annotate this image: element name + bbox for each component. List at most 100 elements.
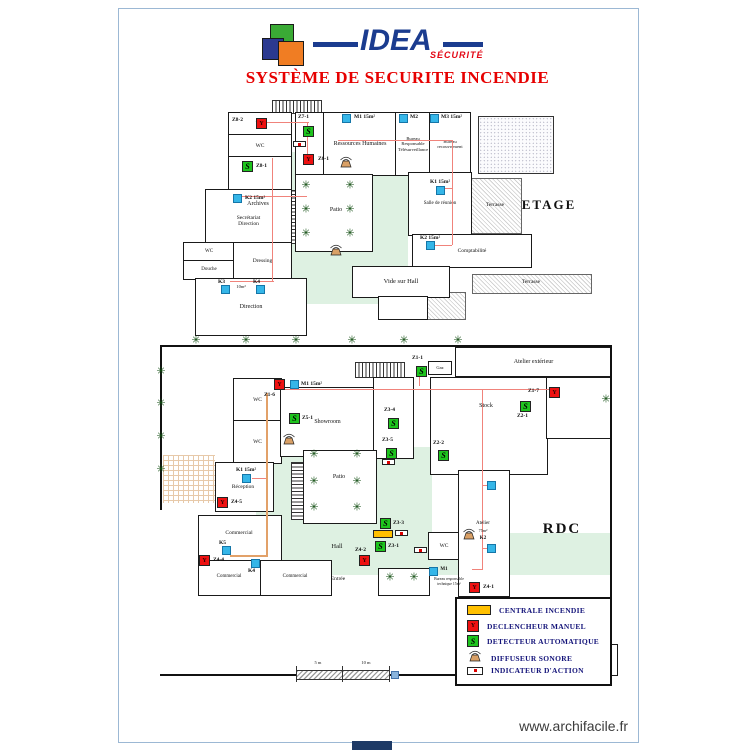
- etage-alarm-wire: [307, 122, 309, 156]
- page-title: SYSTÈME DE SECURITE INCENDIE: [245, 68, 550, 87]
- room-label: Ressources Humaines: [333, 140, 387, 147]
- rdc-tree-icon: ✳: [309, 501, 319, 514]
- rdc-text-r-ception: Réception: [231, 484, 255, 490]
- rdc-detector-icon-z3-1: S: [375, 541, 386, 552]
- rdc-alarm-wire: [472, 569, 482, 571]
- rdc-alarm-wire: [281, 389, 551, 391]
- rdc-manual-icon-z4-1: Y: [469, 582, 480, 593]
- rdc-text-commercial: Commercial: [225, 530, 253, 536]
- etage-tree-icon: ✳: [301, 203, 311, 216]
- rdc-boundary-wall: [160, 345, 162, 510]
- brand-logo-text: IDEA: [360, 24, 432, 57]
- rdc-device-label: Z4-5: [231, 499, 242, 505]
- rdc-alarm-wire: [252, 478, 268, 480]
- etage-tree-icon: ✳: [345, 227, 355, 240]
- rdc-tree-icon: ✳: [241, 334, 251, 347]
- logo-dash-left: [313, 42, 358, 47]
- rdc-alarm-wire: [266, 393, 268, 557]
- etage-tree-icon: ✳: [345, 179, 355, 192]
- rdc-sounder-icon: [461, 527, 477, 545]
- action-icon: [467, 666, 483, 675]
- rdc-tree-icon: ✳: [291, 334, 301, 347]
- etage-zone-hatch: [472, 274, 592, 294]
- room-label: Salle de réunion: [423, 201, 457, 207]
- rdc-device-label: Z2-2: [433, 440, 444, 446]
- room-label: Comptabilité: [457, 247, 487, 254]
- rdc-indicator-icon-m1: [290, 380, 299, 389]
- room-label: WC: [253, 396, 262, 403]
- rdc-action-icon: [382, 459, 395, 465]
- rdc-detector-icon-z5-1: S: [289, 413, 300, 424]
- rdc-device-label: Z4-2: [355, 547, 366, 553]
- rdc-indicator-icon-k4: [251, 559, 260, 568]
- rdc-device-label: M1 15m²: [301, 381, 323, 387]
- room-label: Atelier extérieur: [513, 358, 554, 365]
- etage-alarm-wire: [241, 196, 307, 198]
- etage-room: [378, 296, 428, 320]
- etage-indicator-icon-k4: [256, 285, 265, 294]
- room-label: Bureau Responsable Télésurveillance: [397, 136, 429, 152]
- rdc-detector-icon-z3-3: S: [380, 518, 391, 529]
- etage-detector-icon-z8-1: S: [242, 161, 253, 172]
- etage-alarm-wire: [338, 140, 452, 142]
- rdc-zone-grid: [163, 455, 215, 503]
- etage-room-comptabilit-: Comptabilité: [412, 234, 532, 268]
- legend-row: Y DECLENCHEUR MANUEL: [467, 620, 586, 632]
- rdc-text-commercial: Commercial: [216, 574, 242, 579]
- rdc-room: [430, 377, 548, 475]
- rdc-text-atelier: Atelier: [476, 521, 490, 526]
- rdc-tree-icon: ✳: [409, 571, 419, 584]
- etage-room-salle-de-r-union: Salle de réunion: [408, 172, 472, 236]
- etage-text-terrasse: Terrasse: [485, 202, 505, 208]
- room-label: Vide sur Hall: [383, 278, 419, 286]
- rdc-indicator-icon-k1: [242, 474, 251, 483]
- etage-device-label: K4: [253, 279, 261, 285]
- detector-icon: S: [467, 635, 479, 647]
- rdc-room-gaz: Gaz: [428, 361, 452, 375]
- rdc-indicator-icon: [487, 481, 496, 490]
- etage-indicator-icon-m3: [430, 114, 439, 123]
- rdc-text-m1: M1: [440, 567, 448, 572]
- etage-manual-icon-z6-1: Y: [303, 154, 314, 165]
- rdc-room: [546, 377, 612, 439]
- etage-text-10m-: 10m²: [236, 284, 246, 289]
- rdc-centrale-icon: [373, 530, 393, 538]
- etage-text-etage: ETAGE: [521, 197, 577, 212]
- rdc-room: [303, 450, 377, 524]
- rdc-alarm-wire: [482, 389, 484, 570]
- rdc-manual-icon-z1-7: Y: [549, 387, 560, 398]
- etage-detector-icon-z7-1: S: [303, 126, 314, 137]
- rdc-manual-icon-z4-5: Y: [217, 497, 228, 508]
- etage-indicator-icon-k2: [426, 241, 435, 250]
- etage-tree-icon: ✳: [345, 203, 355, 216]
- room-label: WC: [255, 142, 265, 149]
- rdc-room-atelier-ext-rieur: Atelier extérieur: [455, 347, 612, 377]
- rdc-text-stock: Stock: [479, 403, 493, 409]
- etage-tree-icon: ✳: [301, 179, 311, 192]
- etage-indicator-icon-m1: [342, 114, 351, 123]
- rdc-tree-icon: ✳: [156, 430, 166, 443]
- footer-link[interactable]: www.archifacile.fr: [519, 718, 628, 734]
- rdc-device-label: Z3-3: [393, 520, 404, 526]
- rdc-room-wc: WC: [428, 532, 460, 560]
- rdc-manual-icon-z1-6: Y: [274, 379, 285, 390]
- rdc-device-label: K5: [219, 540, 227, 546]
- rdc-alarm-wire: [483, 485, 488, 487]
- etage-room-wc: WC: [183, 242, 235, 262]
- scale-segment: [296, 670, 344, 680]
- legend-label: CENTRALE INCENDIE: [499, 605, 586, 615]
- etage-zone-dots: [478, 116, 554, 174]
- rdc-detector-icon-z2-2: S: [438, 450, 449, 461]
- etage-device-label: M3 15m²: [441, 114, 463, 120]
- rdc-indicator-icon: [487, 544, 496, 553]
- rdc-tree-icon: ✳: [309, 475, 319, 488]
- rdc-zone-stairv: [355, 362, 405, 378]
- etage-room-wc: WC: [228, 134, 292, 158]
- etage-device-label: K1 15m²: [430, 179, 451, 185]
- rdc-device-label: Z4-4: [213, 557, 224, 563]
- legend-row: S DETECTEUR AUTOMATIQUE: [467, 635, 599, 647]
- etage-device-label: Z8-1: [256, 163, 267, 169]
- etage-text-archives: Archives: [247, 201, 269, 207]
- scale-label: 5 m: [314, 660, 322, 665]
- rdc-action-icon: [395, 530, 408, 536]
